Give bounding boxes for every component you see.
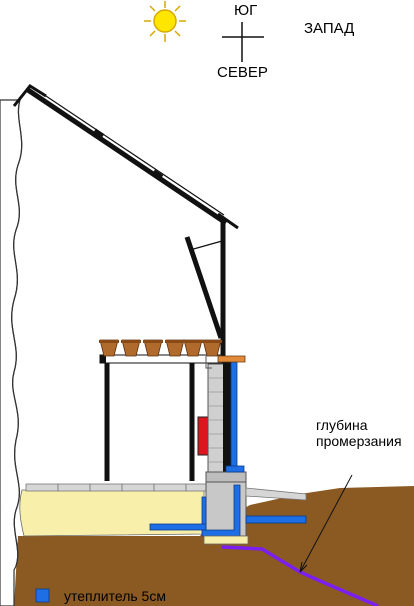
- compass-south-label: ЮГ: [234, 2, 258, 19]
- sun-icon: [144, 1, 186, 42]
- heater: [197, 416, 209, 456]
- wall-insulation: [230, 361, 238, 475]
- flower-pot-rim: [99, 340, 119, 343]
- insulation-plate-left: [149, 523, 207, 531]
- compass-north-label: СЕВЕР: [217, 64, 268, 81]
- wavy-wall: [0, 99, 23, 606]
- flower-pot-rim: [143, 340, 163, 343]
- flower-pots: [99, 339, 222, 357]
- annotation-pointer: [299, 474, 353, 573]
- legend-insulation-swatch: [35, 588, 50, 603]
- flower-pot-rim: [183, 340, 203, 343]
- flower-pot-rim: [202, 340, 222, 343]
- insulation-plate-right: [245, 515, 307, 524]
- legend-insulation-label: утеплитель 5см: [64, 588, 166, 604]
- footing: [203, 535, 249, 545]
- window-ledge: [217, 355, 246, 363]
- freeze-depth-label: глубина промерзания: [316, 417, 402, 449]
- compass-cross-icon: [222, 22, 264, 62]
- drain-slab: [245, 487, 307, 501]
- ground: [14, 486, 414, 606]
- inner-wall: [223, 362, 231, 474]
- paving: [25, 483, 207, 492]
- flower-pot-rim: [165, 340, 185, 343]
- flower-pot-rim: [121, 340, 141, 343]
- strut-brace: [189, 240, 223, 251]
- compass-west-label: ЗАПАД: [304, 20, 355, 37]
- pot-shelf: [99, 354, 223, 481]
- roof: [12, 84, 239, 230]
- roof-vent-strut: [184, 236, 224, 339]
